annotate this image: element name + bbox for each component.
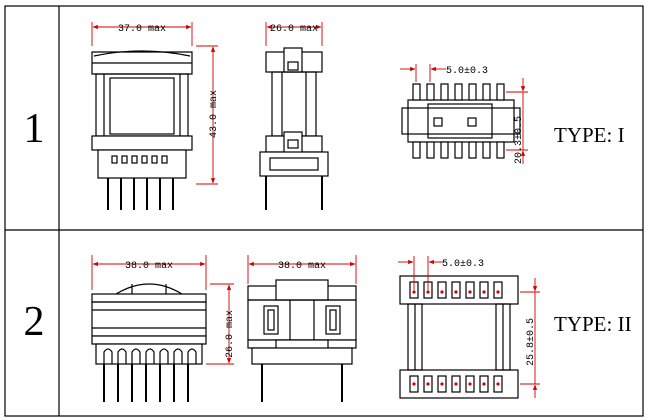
dimension-height-1: 43.0 max bbox=[196, 45, 220, 185]
svg-text:43.0 max: 43.0 max bbox=[209, 90, 220, 138]
front-view-type-2 bbox=[91, 283, 207, 402]
dimension-front-width-2: 38.0 max bbox=[91, 255, 207, 290]
svg-text:20.3±0.5: 20.3±0.5 bbox=[514, 116, 525, 164]
type-label-1: TYPE: I bbox=[554, 123, 625, 147]
row-number-1: 1 bbox=[24, 106, 45, 152]
row-2: 2 bbox=[24, 255, 632, 402]
svg-text:38.0 max: 38.0 max bbox=[278, 261, 326, 272]
front-view-type-1 bbox=[91, 50, 193, 210]
dimension-pin-pitch-1: 5.0±0.3 bbox=[400, 64, 488, 82]
table-grid bbox=[4, 5, 644, 417]
dimension-side-width-1: 26.0 max bbox=[265, 22, 323, 46]
svg-text:5.0±0.3: 5.0±0.3 bbox=[446, 66, 488, 77]
row-1: 1 bbox=[24, 22, 625, 210]
side-view-type-2 bbox=[247, 279, 357, 402]
svg-text:38.0 max: 38.0 max bbox=[125, 261, 173, 272]
dimension-row-spacing-2: 25.8±0.5 bbox=[520, 278, 540, 398]
svg-text:5.0±0.3: 5.0±0.3 bbox=[442, 259, 484, 270]
svg-text:26.0 max: 26.0 max bbox=[225, 310, 236, 358]
pin-view-type-2 bbox=[399, 275, 519, 399]
dimension-height-2: 26.0 max bbox=[206, 283, 236, 365]
svg-text:25.8±0.5: 25.8±0.5 bbox=[526, 318, 537, 366]
dimension-row-spacing-1: 20.3±0.5 bbox=[506, 78, 528, 164]
svg-text:26.0 max: 26.0 max bbox=[270, 24, 318, 35]
row-number-2: 2 bbox=[24, 299, 45, 345]
dimension-front-width-1: 37.0 max bbox=[91, 22, 193, 46]
type-label-2: TYPE: II bbox=[554, 312, 632, 336]
svg-text:37.0 max: 37.0 max bbox=[118, 24, 166, 35]
side-view-type-1 bbox=[259, 47, 329, 210]
dimension-pin-pitch-2: 5.0±0.3 bbox=[398, 256, 484, 290]
pin-view-type-1 bbox=[401, 83, 521, 159]
dimension-side-width-2: 38.0 max bbox=[247, 255, 357, 284]
